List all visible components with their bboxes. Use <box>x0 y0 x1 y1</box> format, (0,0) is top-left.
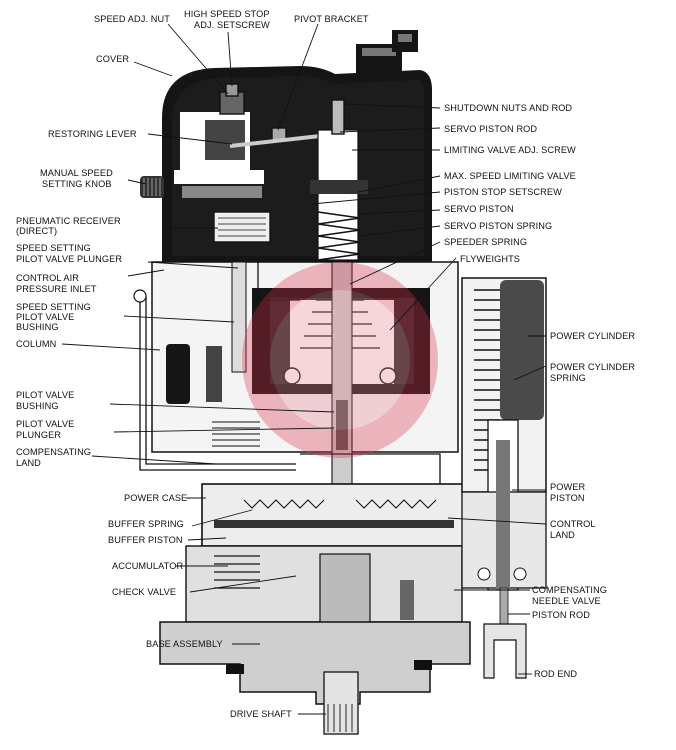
power-cylinder-assembly <box>461 277 547 679</box>
label-restoring-lever: RESTORING LEVER <box>48 129 137 139</box>
label-buffer-piston: BUFFER PISTON <box>108 535 183 545</box>
label-control-land-2: LAND <box>550 530 575 540</box>
label-pilot-valve-plunger: PILOT VALVE <box>16 419 74 429</box>
label-drive-shaft: DRIVE SHAFT <box>230 709 292 719</box>
label-servo-piston-spring: SERVO PISTON SPRING <box>444 221 552 231</box>
leader-lines <box>61 23 547 715</box>
label-power-case: POWER CASE <box>124 493 187 503</box>
label-high-speed-stop: HIGH SPEED STOP <box>184 9 270 19</box>
label-power-cylinder: POWER CYLINDER <box>550 331 635 341</box>
label-compensating-land: COMPENSATING <box>16 447 91 457</box>
label-manual-speed-2: SETTING KNOB <box>42 179 112 189</box>
label-control-land: CONTROL <box>550 519 596 529</box>
label-pilot-valve-bushing: PILOT VALVE <box>16 390 74 400</box>
label-check-valve: CHECK VALVE <box>112 587 176 597</box>
governor-body <box>133 30 471 735</box>
label-speed-setting-bushing-2: PILOT VALVE <box>16 312 74 322</box>
label-piston-rod: PISTON ROD <box>532 610 590 620</box>
label-limiting-valve-adj: LIMITING VALVE ADJ. SCREW <box>444 145 576 155</box>
label-max-speed-limiting: MAX. SPEED LIMITING VALVE <box>444 171 576 181</box>
label-piston-stop-setscrew: PISTON STOP SETSCREW <box>444 187 562 197</box>
label-buffer-spring: BUFFER SPRING <box>108 519 184 529</box>
label-speed-adj-nut: SPEED ADJ. NUT <box>94 14 170 24</box>
label-speeder-spring: SPEEDER SPRING <box>444 237 527 247</box>
label-manual-speed: MANUAL SPEED <box>40 168 113 178</box>
label-pilot-valve-bushing-2: BUSHING <box>16 401 59 411</box>
label-compensating-needle-2: NEEDLE VALVE <box>532 596 601 606</box>
label-pivot-bracket: PIVOT BRACKET <box>294 14 369 24</box>
label-power-piston-2: PISTON <box>550 493 585 503</box>
label-speed-setting-bushing-3: BUSHING <box>16 322 59 332</box>
labels: SPEED ADJ. NUT HIGH SPEED STOP ADJ. SETS… <box>16 9 635 719</box>
label-compensating-land-2: LAND <box>16 458 41 468</box>
label-column: COLUMN <box>16 339 56 349</box>
label-shutdown-nuts: SHUTDOWN NUTS AND ROD <box>444 103 572 113</box>
label-control-air-2: PRESSURE INLET <box>16 284 97 294</box>
label-power-cylinder-spring-2: SPRING <box>550 373 586 383</box>
label-control-air: CONTROL AIR <box>16 273 79 283</box>
label-pilot-valve-plunger-2: PLUNGER <box>16 430 61 440</box>
label-pneumatic-receiver-2: (DIRECT) <box>16 226 57 236</box>
label-high-speed-stop-2: ADJ. SETSCREW <box>194 20 270 30</box>
watermark-logo <box>242 262 438 458</box>
label-speed-setting-plunger: SPEED SETTING <box>16 243 91 253</box>
label-servo-piston: SERVO PISTON <box>444 204 514 214</box>
label-power-piston: POWER <box>550 482 585 492</box>
label-flyweights: FLYWEIGHTS <box>460 254 520 264</box>
label-servo-piston-rod: SERVO PISTON ROD <box>444 124 537 134</box>
label-pneumatic-receiver: PNEUMATIC RECEIVER <box>16 216 121 226</box>
label-accumulator: ACCUMULATOR <box>112 561 183 571</box>
label-cover: COVER <box>96 54 129 64</box>
label-speed-setting-bushing: SPEED SETTING <box>16 302 91 312</box>
label-base-assembly: BASE ASSEMBLY <box>146 639 223 649</box>
label-power-cylinder-spring: POWER CYLINDER <box>550 362 635 372</box>
label-speed-setting-plunger-2: PILOT VALVE PLUNGER <box>16 254 122 264</box>
label-compensating-needle: COMPENSATING <box>532 585 607 595</box>
label-rod-end: ROD END <box>534 669 577 679</box>
